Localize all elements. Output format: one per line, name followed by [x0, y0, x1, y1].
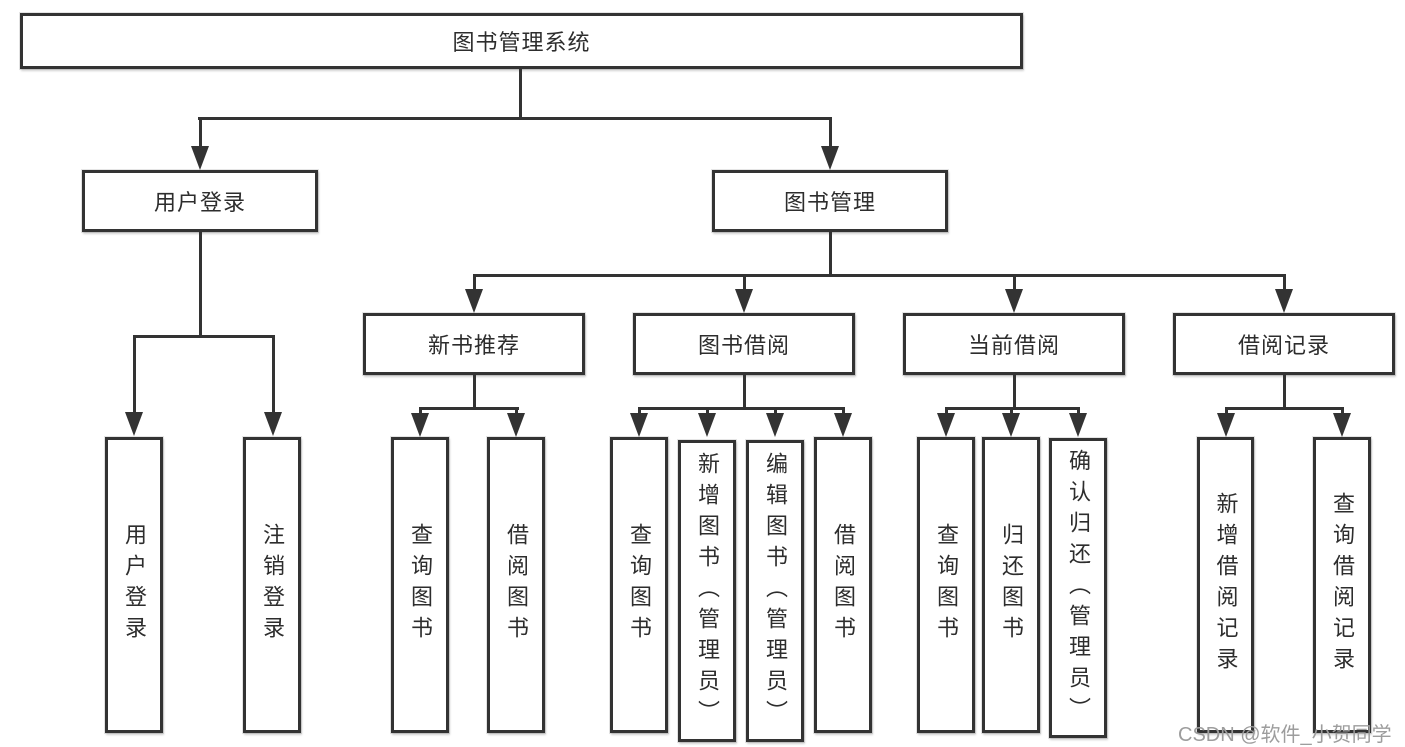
- node-label: 图书借阅: [697, 333, 790, 358]
- arrow-down-icon: [630, 413, 648, 437]
- node-label: 借阅图书: [831, 523, 856, 647]
- node-label: 借阅记录: [1237, 333, 1330, 358]
- leaf-add-book-admin: 新增图书（管理员）: [678, 440, 736, 742]
- connector-drop-leaf: [706, 407, 709, 415]
- leaf-add-borrow-record: 新增借阅记录: [1197, 437, 1254, 733]
- node-label: 编辑图书（管理员）: [763, 451, 788, 731]
- node-label: 用户登录: [122, 523, 147, 647]
- arrow-down-icon: [1217, 413, 1235, 437]
- node-label: 图书管理系统: [452, 30, 591, 55]
- node-label: 查询借阅记录: [1330, 492, 1355, 678]
- connector-root-stem: [519, 69, 522, 117]
- leaf-query-books-recommend: 查询图书: [391, 437, 449, 733]
- arrow-down-icon: [698, 413, 716, 437]
- node-label: 当前借阅: [967, 333, 1060, 358]
- node-new-book-recommendation: 新书推荐: [363, 313, 585, 375]
- leaf-edit-book-admin: 编辑图书（管理员）: [746, 440, 804, 742]
- node-label: 查询图书: [934, 523, 959, 647]
- connector-drop-new-book: [473, 274, 476, 290]
- leaf-query-books-current: 查询图书: [917, 437, 975, 733]
- node-label: 注销登录: [260, 523, 285, 647]
- node-label: 查询图书: [408, 523, 433, 647]
- connector-drop-leaf: [638, 407, 641, 415]
- node-label: 借阅图书: [504, 523, 529, 647]
- arrow-down-icon: [1069, 413, 1087, 437]
- arrow-down-icon: [125, 412, 143, 436]
- connector-drop-leaf: [1077, 407, 1080, 415]
- arrow-down-icon: [264, 412, 282, 436]
- arrow-down-icon: [465, 289, 483, 313]
- connector-book-borrowing-rail: [638, 407, 845, 410]
- node-label: 用户登录: [153, 190, 246, 215]
- connector-new-book-rail: [419, 407, 519, 410]
- arrow-down-icon: [1002, 413, 1020, 437]
- connector-drop-leaf: [272, 335, 275, 413]
- leaf-logout: 注销登录: [243, 437, 301, 733]
- leaf-borrow-books-borrowing: 借阅图书: [814, 437, 872, 733]
- connector-drop-borrowing-records: [1283, 274, 1286, 290]
- node-book-management: 图书管理: [712, 170, 948, 232]
- arrow-down-icon: [1005, 289, 1023, 313]
- node-borrowing-records: 借阅记录: [1173, 313, 1395, 375]
- connector-new-book-stem: [473, 375, 476, 407]
- node-book-borrowing: 图书借阅: [633, 313, 855, 375]
- connector-drop-leaf: [1341, 407, 1344, 415]
- node-library-management-system: 图书管理系统: [20, 13, 1023, 69]
- connector-drop-leaf: [515, 407, 518, 415]
- connector-drop-user-login: [199, 117, 202, 147]
- connector-drop-book-management: [829, 117, 832, 147]
- arrow-down-icon: [834, 413, 852, 437]
- connector-borrowing-records-rail: [1225, 407, 1344, 410]
- leaf-borrow-books-recommend: 借阅图书: [487, 437, 545, 733]
- arrow-down-icon: [1333, 413, 1351, 437]
- arrow-down-icon: [191, 146, 209, 170]
- connector-drop-book-borrowing: [743, 274, 746, 290]
- node-current-borrowing: 当前借阅: [903, 313, 1125, 375]
- watermark: CSDN @软件_小贺同学: [1178, 724, 1392, 746]
- arrow-down-icon: [735, 289, 753, 313]
- node-label: 归还图书: [999, 523, 1024, 647]
- connector-drop-leaf: [1225, 407, 1228, 415]
- arrow-down-icon: [507, 413, 525, 437]
- connector-drop-leaf: [133, 335, 136, 413]
- node-label: 查询图书: [627, 523, 652, 647]
- arrow-down-icon: [411, 413, 429, 437]
- connector-drop-leaf: [945, 407, 948, 415]
- arrow-down-icon: [821, 146, 839, 170]
- connector-book-borrowing-stem: [743, 375, 746, 407]
- node-label: 新书推荐: [427, 333, 520, 358]
- leaf-query-books-borrowing: 查询图书: [610, 437, 668, 733]
- node-label: 确认归还（管理员）: [1066, 448, 1091, 728]
- arrow-down-icon: [766, 413, 784, 437]
- node-label: 图书管理: [783, 190, 876, 215]
- leaf-query-borrow-record: 查询借阅记录: [1313, 437, 1371, 733]
- connector-drop-current-borrowing: [1013, 274, 1016, 290]
- connector-drop-leaf: [774, 407, 777, 415]
- node-label: 新增借阅记录: [1213, 492, 1239, 678]
- connector-user-login-rail: [133, 335, 275, 338]
- connector-drop-leaf: [1010, 407, 1013, 415]
- arrow-down-icon: [937, 413, 955, 437]
- arrow-down-icon: [1275, 289, 1293, 313]
- connector-book-management-stem: [829, 232, 832, 274]
- connector-user-login-stem: [199, 232, 202, 335]
- connector-root-rail: [198, 117, 832, 120]
- connector-drop-leaf: [419, 407, 422, 415]
- connector-borrowing-records-stem: [1283, 375, 1286, 407]
- node-label: 新增图书（管理员）: [695, 451, 720, 731]
- connector-book-management-rail: [473, 274, 1286, 277]
- connector-current-borrowing-stem: [1013, 375, 1016, 407]
- node-user-login: 用户登录: [82, 170, 318, 232]
- leaf-return-book: 归还图书: [982, 437, 1040, 733]
- connector-drop-leaf: [842, 407, 845, 415]
- leaf-confirm-return-admin: 确认归还（管理员）: [1049, 438, 1107, 738]
- leaf-user-login: 用户登录: [105, 437, 163, 733]
